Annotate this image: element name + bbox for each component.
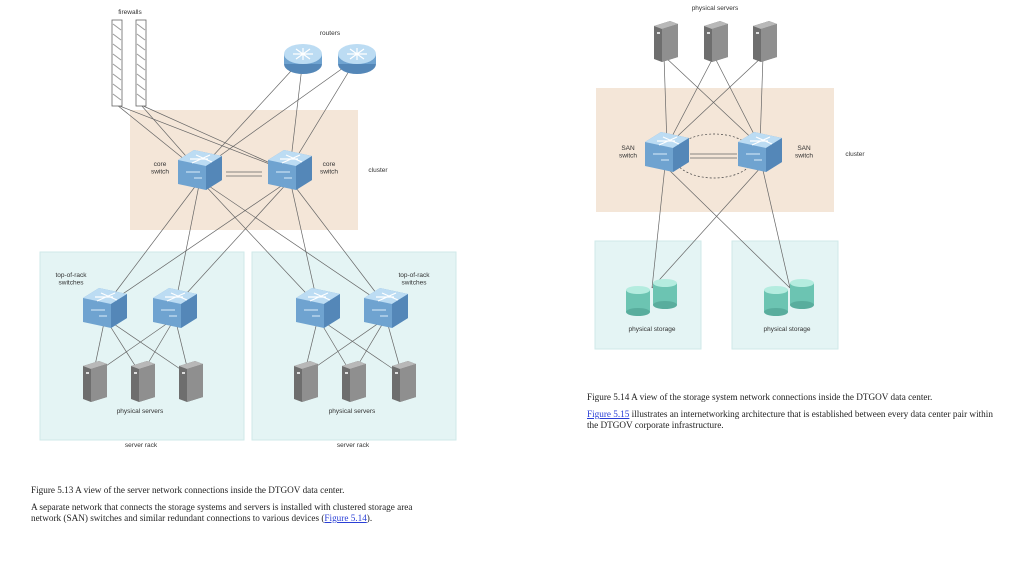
- server-rack-label: server rack: [125, 442, 158, 449]
- figure-caption: Figure 5.14 A view of the storage system…: [587, 392, 933, 402]
- firewall-icon: [111, 19, 123, 107]
- physical-storage-label: physical storage: [629, 326, 676, 333]
- body-paragraph: Figure 5.15 illustrates an internetworki…: [587, 409, 997, 431]
- server-icon: [83, 361, 107, 402]
- server-icon: [342, 361, 366, 402]
- server-rack-box: [39, 251, 245, 441]
- server-icon: [704, 21, 728, 62]
- tor-switch-icon: [295, 287, 341, 329]
- server-icon: [131, 361, 155, 402]
- server-icon: [753, 21, 777, 62]
- server-icon: [392, 361, 416, 402]
- physical-servers-label: physical servers: [692, 5, 739, 12]
- tor-switch-icon: [152, 287, 198, 329]
- right-connections: [651, 55, 791, 289]
- router-icon: [283, 43, 323, 75]
- paren-open: (: [321, 513, 325, 523]
- body-text: illustrates an internetworking architect…: [587, 409, 993, 430]
- figure-link[interactable]: Figure 5.14: [324, 513, 367, 523]
- core-switch-icon: [177, 149, 223, 191]
- figure-caption: Figure 5.13 A view of the server network…: [31, 485, 345, 495]
- cluster-label: cluster: [845, 151, 865, 158]
- physical-servers-label: physical servers: [117, 408, 164, 415]
- tor-switch-icon: [82, 287, 128, 329]
- san-switch-icon: [644, 131, 690, 173]
- server-rack-box: [251, 251, 457, 441]
- cluster-box: [596, 88, 834, 212]
- routers-label: routers: [320, 30, 341, 37]
- paren-close: ).: [366, 513, 373, 523]
- server-icon: [179, 361, 203, 402]
- server-icon: [294, 361, 318, 402]
- cluster-label: cluster: [368, 167, 388, 174]
- tor-switch-icon: [363, 287, 409, 329]
- server-rack-label: server rack: [337, 442, 370, 449]
- core-switch-icon: [267, 149, 313, 191]
- physical-servers-label: physical servers: [329, 408, 376, 415]
- firewall-icon: [135, 19, 147, 107]
- body-text: A separate network that connects the sto…: [31, 502, 413, 523]
- san-switch-icon: [737, 131, 783, 173]
- firewalls-label: firewalls: [118, 9, 142, 16]
- physical-storage-label: physical storage: [764, 326, 811, 333]
- server-icon: [654, 21, 678, 62]
- body-paragraph: A separate network that connects the sto…: [31, 502, 436, 524]
- router-icon: [337, 43, 377, 75]
- figure-link[interactable]: Figure 5.15: [587, 409, 630, 419]
